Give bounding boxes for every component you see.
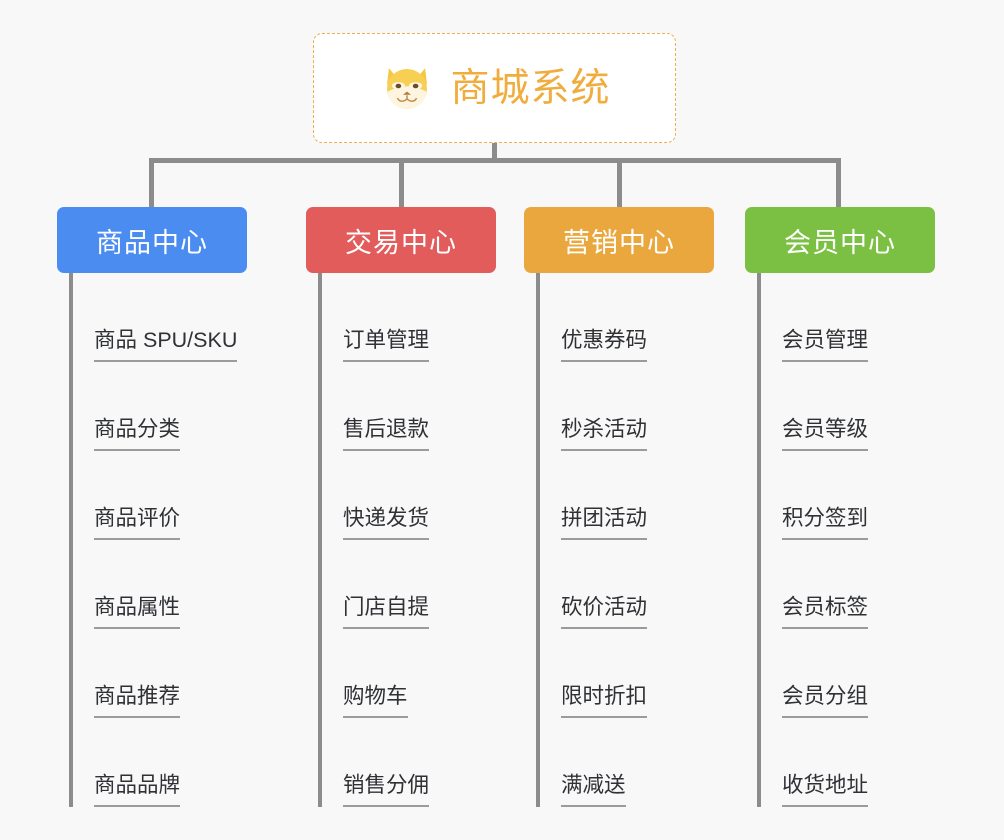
list-item-label: 销售分佣 bbox=[343, 774, 430, 807]
branch-header-product[interactable]: 商品中心 bbox=[57, 207, 247, 273]
connector-drop-3 bbox=[617, 158, 622, 208]
list-item-label: 快递发货 bbox=[343, 507, 430, 540]
branch-trunk-line bbox=[757, 273, 761, 807]
list-item[interactable]: 商品分类 bbox=[71, 362, 247, 451]
list-item[interactable]: 秒杀活动 bbox=[538, 362, 714, 451]
list-item[interactable]: 拼团活动 bbox=[538, 451, 714, 540]
list-item[interactable]: 商品 SPU/SKU bbox=[71, 273, 247, 362]
list-item-label: 商品品牌 bbox=[94, 774, 181, 807]
branch-trunk-line bbox=[318, 273, 322, 807]
list-item[interactable]: 会员管理 bbox=[759, 273, 935, 362]
dog-face-icon bbox=[387, 68, 428, 109]
list-item[interactable]: 销售分佣 bbox=[320, 718, 496, 807]
list-item-label: 会员分组 bbox=[782, 685, 869, 718]
branch-column-member: 会员中心 会员管理 会员等级 积分签到 会员标签 会员分组 收货地址 bbox=[745, 207, 935, 807]
list-item-label: 商品 SPU/SKU bbox=[94, 329, 238, 362]
list-item[interactable]: 快递发货 bbox=[320, 451, 496, 540]
branch-header-label: 交易中心 bbox=[345, 227, 457, 258]
list-item[interactable]: 会员等级 bbox=[759, 362, 935, 451]
branch-header-label: 营销中心 bbox=[563, 227, 675, 258]
branch-header-member[interactable]: 会员中心 bbox=[745, 207, 935, 273]
list-item[interactable]: 商品推荐 bbox=[71, 629, 247, 718]
branch-column-product: 商品中心 商品 SPU/SKU 商品分类 商品评价 商品属性 商品推荐 商品品牌 bbox=[57, 207, 247, 807]
branch-header-label: 商品中心 bbox=[96, 227, 208, 258]
connector-root-stem bbox=[492, 143, 497, 163]
list-item[interactable]: 购物车 bbox=[320, 629, 496, 718]
list-item-label: 商品推荐 bbox=[94, 685, 181, 718]
list-item-label: 拼团活动 bbox=[561, 507, 648, 540]
list-item[interactable]: 商品属性 bbox=[71, 540, 247, 629]
list-item-label: 购物车 bbox=[343, 685, 408, 718]
list-item[interactable]: 限时折扣 bbox=[538, 629, 714, 718]
branch-items-marketing: 优惠券码 秒杀活动 拼团活动 砍价活动 限时折扣 满减送 bbox=[524, 273, 714, 807]
list-item[interactable]: 收货地址 bbox=[759, 718, 935, 807]
branch-header-label: 会员中心 bbox=[784, 227, 896, 258]
list-item[interactable]: 门店自提 bbox=[320, 540, 496, 629]
list-item-label: 商品评价 bbox=[94, 507, 181, 540]
list-item[interactable]: 砍价活动 bbox=[538, 540, 714, 629]
branch-items-trade: 订单管理 售后退款 快递发货 门店自提 购物车 销售分佣 bbox=[306, 273, 496, 807]
branch-items-member: 会员管理 会员等级 积分签到 会员标签 会员分组 收货地址 bbox=[745, 273, 935, 807]
list-item-label: 会员管理 bbox=[782, 329, 869, 362]
list-item[interactable]: 会员分组 bbox=[759, 629, 935, 718]
list-item-label: 商品分类 bbox=[94, 418, 181, 451]
list-item[interactable]: 订单管理 bbox=[320, 273, 496, 362]
list-item-label: 售后退款 bbox=[343, 418, 430, 451]
list-item[interactable]: 优惠券码 bbox=[538, 273, 714, 362]
list-item[interactable]: 售后退款 bbox=[320, 362, 496, 451]
root-title: 商城系统 bbox=[450, 66, 611, 110]
list-item-label: 门店自提 bbox=[343, 596, 430, 629]
branch-trunk-line bbox=[536, 273, 540, 807]
branch-trunk-line bbox=[69, 273, 73, 807]
list-item-label: 订单管理 bbox=[343, 329, 430, 362]
branch-header-trade[interactable]: 交易中心 bbox=[306, 207, 496, 273]
branch-items-product: 商品 SPU/SKU 商品分类 商品评价 商品属性 商品推荐 商品品牌 bbox=[57, 273, 247, 807]
list-item-label: 优惠券码 bbox=[561, 329, 648, 362]
list-item[interactable]: 商品品牌 bbox=[71, 718, 247, 807]
connector-horizontal-bus bbox=[151, 158, 841, 163]
list-item-label: 砍价活动 bbox=[561, 596, 648, 629]
list-item[interactable]: 积分签到 bbox=[759, 451, 935, 540]
list-item[interactable]: 会员标签 bbox=[759, 540, 935, 629]
connector-drop-2 bbox=[399, 158, 404, 208]
list-item-label: 秒杀活动 bbox=[561, 418, 648, 451]
list-item[interactable]: 商品评价 bbox=[71, 451, 247, 540]
connector-drop-4 bbox=[836, 158, 841, 208]
list-item-label: 会员标签 bbox=[782, 596, 869, 629]
list-item-label: 收货地址 bbox=[782, 774, 869, 807]
branch-column-marketing: 营销中心 优惠券码 秒杀活动 拼团活动 砍价活动 限时折扣 满减送 bbox=[524, 207, 714, 807]
branch-header-marketing[interactable]: 营销中心 bbox=[524, 207, 714, 273]
list-item-label: 会员等级 bbox=[782, 418, 869, 451]
connector-drop-1 bbox=[149, 158, 154, 208]
root-node[interactable]: 商城系统 bbox=[313, 33, 676, 143]
branch-column-trade: 交易中心 订单管理 售后退款 快递发货 门店自提 购物车 销售分佣 bbox=[306, 207, 496, 807]
list-item-label: 积分签到 bbox=[782, 507, 869, 540]
list-item-label: 商品属性 bbox=[94, 596, 181, 629]
list-item[interactable]: 满减送 bbox=[538, 718, 714, 807]
list-item-label: 限时折扣 bbox=[561, 685, 648, 718]
list-item-label: 满减送 bbox=[561, 774, 626, 807]
